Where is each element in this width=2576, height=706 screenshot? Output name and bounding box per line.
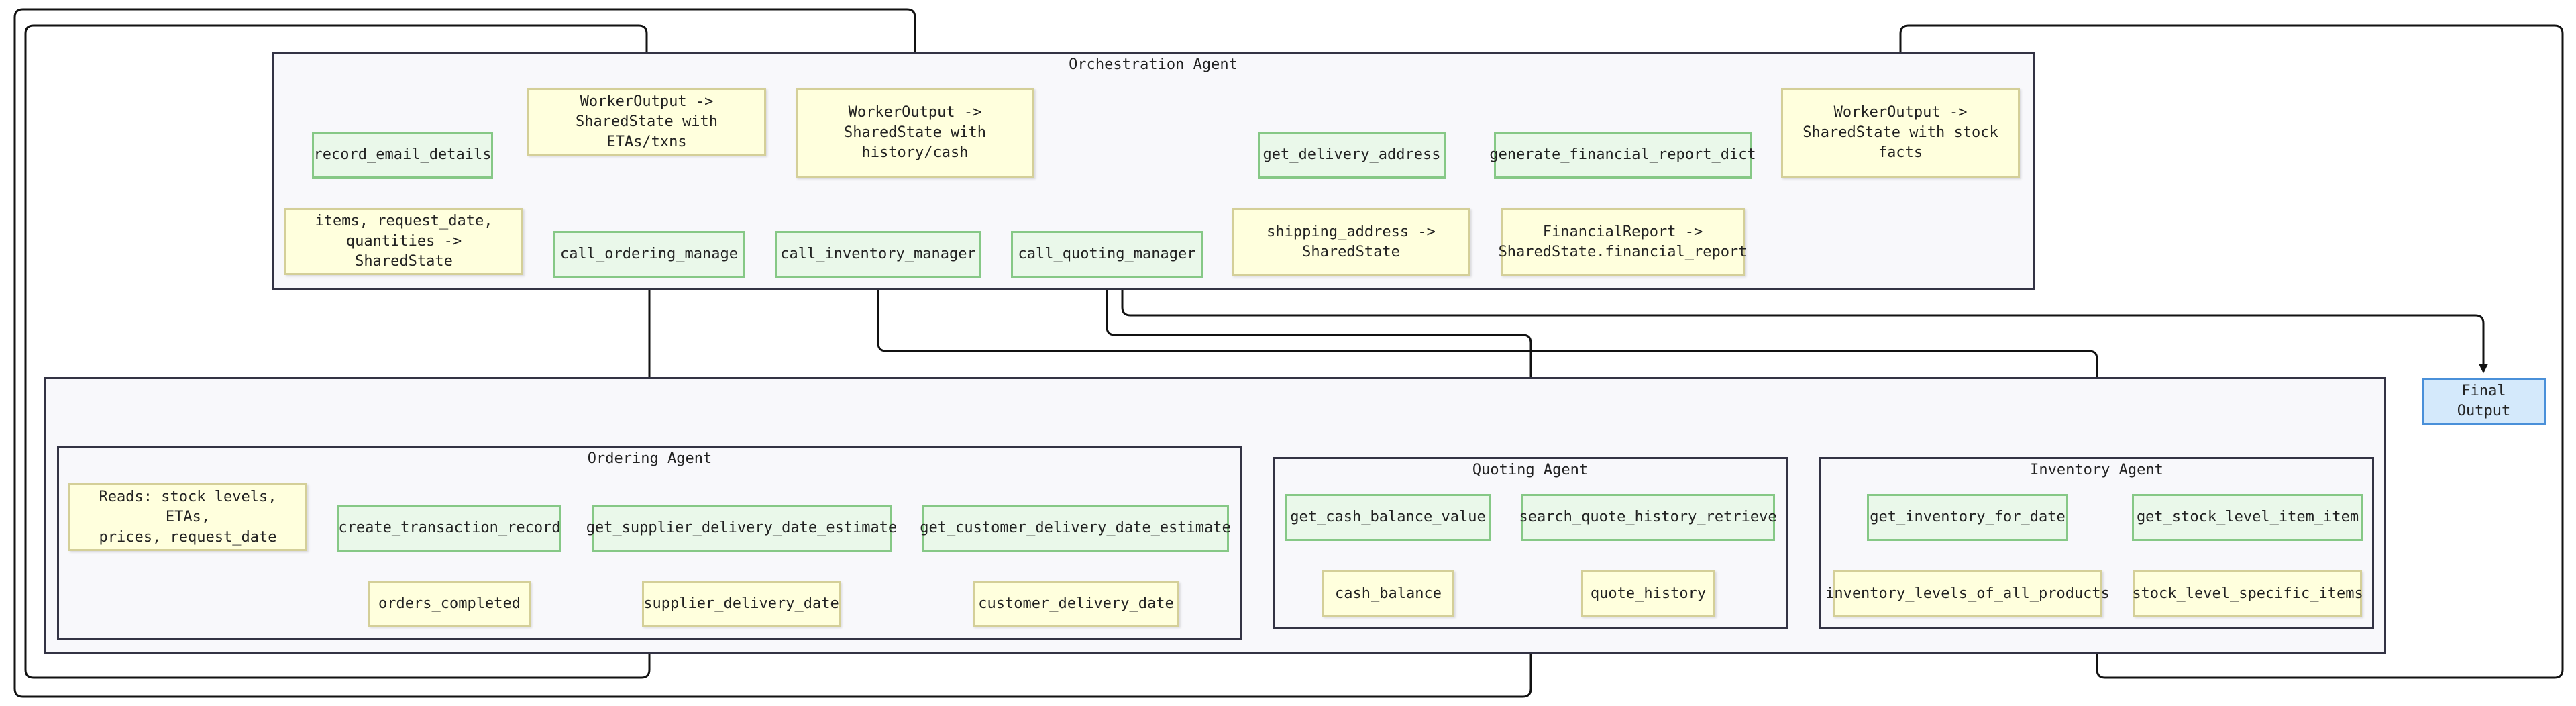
node-shipping-address: shipping_address -> SharedState bbox=[1232, 208, 1470, 276]
node-inventory-levels-all-products: inventory_levels_of_all_products bbox=[1825, 570, 2110, 617]
node-supplier-delivery-date: supplier_delivery_date bbox=[642, 581, 841, 627]
node-quote-history: quote_history bbox=[1581, 570, 1715, 617]
node-call-ordering-manage: call_ordering_manage bbox=[553, 231, 745, 278]
node-search-quote-history: search_quote_history_retrieve bbox=[1519, 494, 1777, 541]
node-worker-output-etas: WorkerOutput -> SharedState with ETAs/tx… bbox=[527, 88, 766, 156]
node-worker-output-stock: WorkerOutput -> SharedState with stock f… bbox=[1781, 88, 2020, 178]
node-get-stock-level-item: get_stock_level_item_item bbox=[2132, 494, 2363, 541]
edge-quoting-call-to-agent bbox=[1106, 278, 1536, 453]
node-final-output: Final Output bbox=[2422, 378, 2546, 425]
cluster-title-inventory: Inventory Agent bbox=[2030, 462, 2163, 478]
node-call-inventory-manager: call_inventory_manager bbox=[775, 231, 981, 278]
node-cash-balance: cash_balance bbox=[1322, 570, 1454, 617]
node-record-email-details: record_email_details bbox=[312, 132, 493, 179]
node-customer-delivery-date: customer_delivery_date bbox=[973, 581, 1179, 627]
node-get-cash-balance-value: get_cash_balance_value bbox=[1285, 494, 1491, 541]
edge-ordering-to-worker-etas bbox=[24, 24, 651, 679]
edge-inventory-to-worker-stock bbox=[1896, 24, 2564, 679]
cluster-title-quoting: Quoting Agent bbox=[1472, 462, 1589, 478]
node-financial-report: FinancialReport -> SharedState.financial… bbox=[1499, 208, 1747, 276]
edge-quoting-call-to-final bbox=[1121, 278, 2488, 374]
edge-quoting-to-worker-hist bbox=[13, 8, 1532, 698]
node-get-inventory-for-date: get_inventory_for_date bbox=[1867, 494, 2068, 541]
node-call-quoting-manager: call_quoting_manager bbox=[1011, 231, 1203, 278]
node-create-transaction-record: create_transaction_record bbox=[337, 505, 561, 552]
cluster-title-orchestration: Orchestration Agent bbox=[1069, 56, 1238, 73]
node-worker-output-history: WorkerOutput -> SharedState with history… bbox=[796, 88, 1034, 178]
node-items-request-date: items, request_date, quantities -> Share… bbox=[284, 208, 523, 275]
node-get-supplier-delivery-estimate: get_supplier_delivery_date_estimate bbox=[586, 505, 897, 552]
edge-inventory-call-to-agent bbox=[877, 278, 2102, 453]
node-orders-completed: orders_completed bbox=[368, 581, 531, 627]
node-get-delivery-address: get_delivery_address bbox=[1258, 132, 1446, 179]
cluster-title-ordering: Ordering Agent bbox=[587, 450, 712, 467]
node-stock-level-specific-items: stock_level_specific_items bbox=[2132, 570, 2363, 617]
node-reads-stock-levels: Reads: stock levels, ETAs, prices, reque… bbox=[68, 483, 307, 551]
node-get-customer-delivery-estimate: get_customer_delivery_date_estimate bbox=[920, 505, 1231, 552]
node-generate-financial-report: generate_financial_report_dict bbox=[1489, 132, 1756, 179]
